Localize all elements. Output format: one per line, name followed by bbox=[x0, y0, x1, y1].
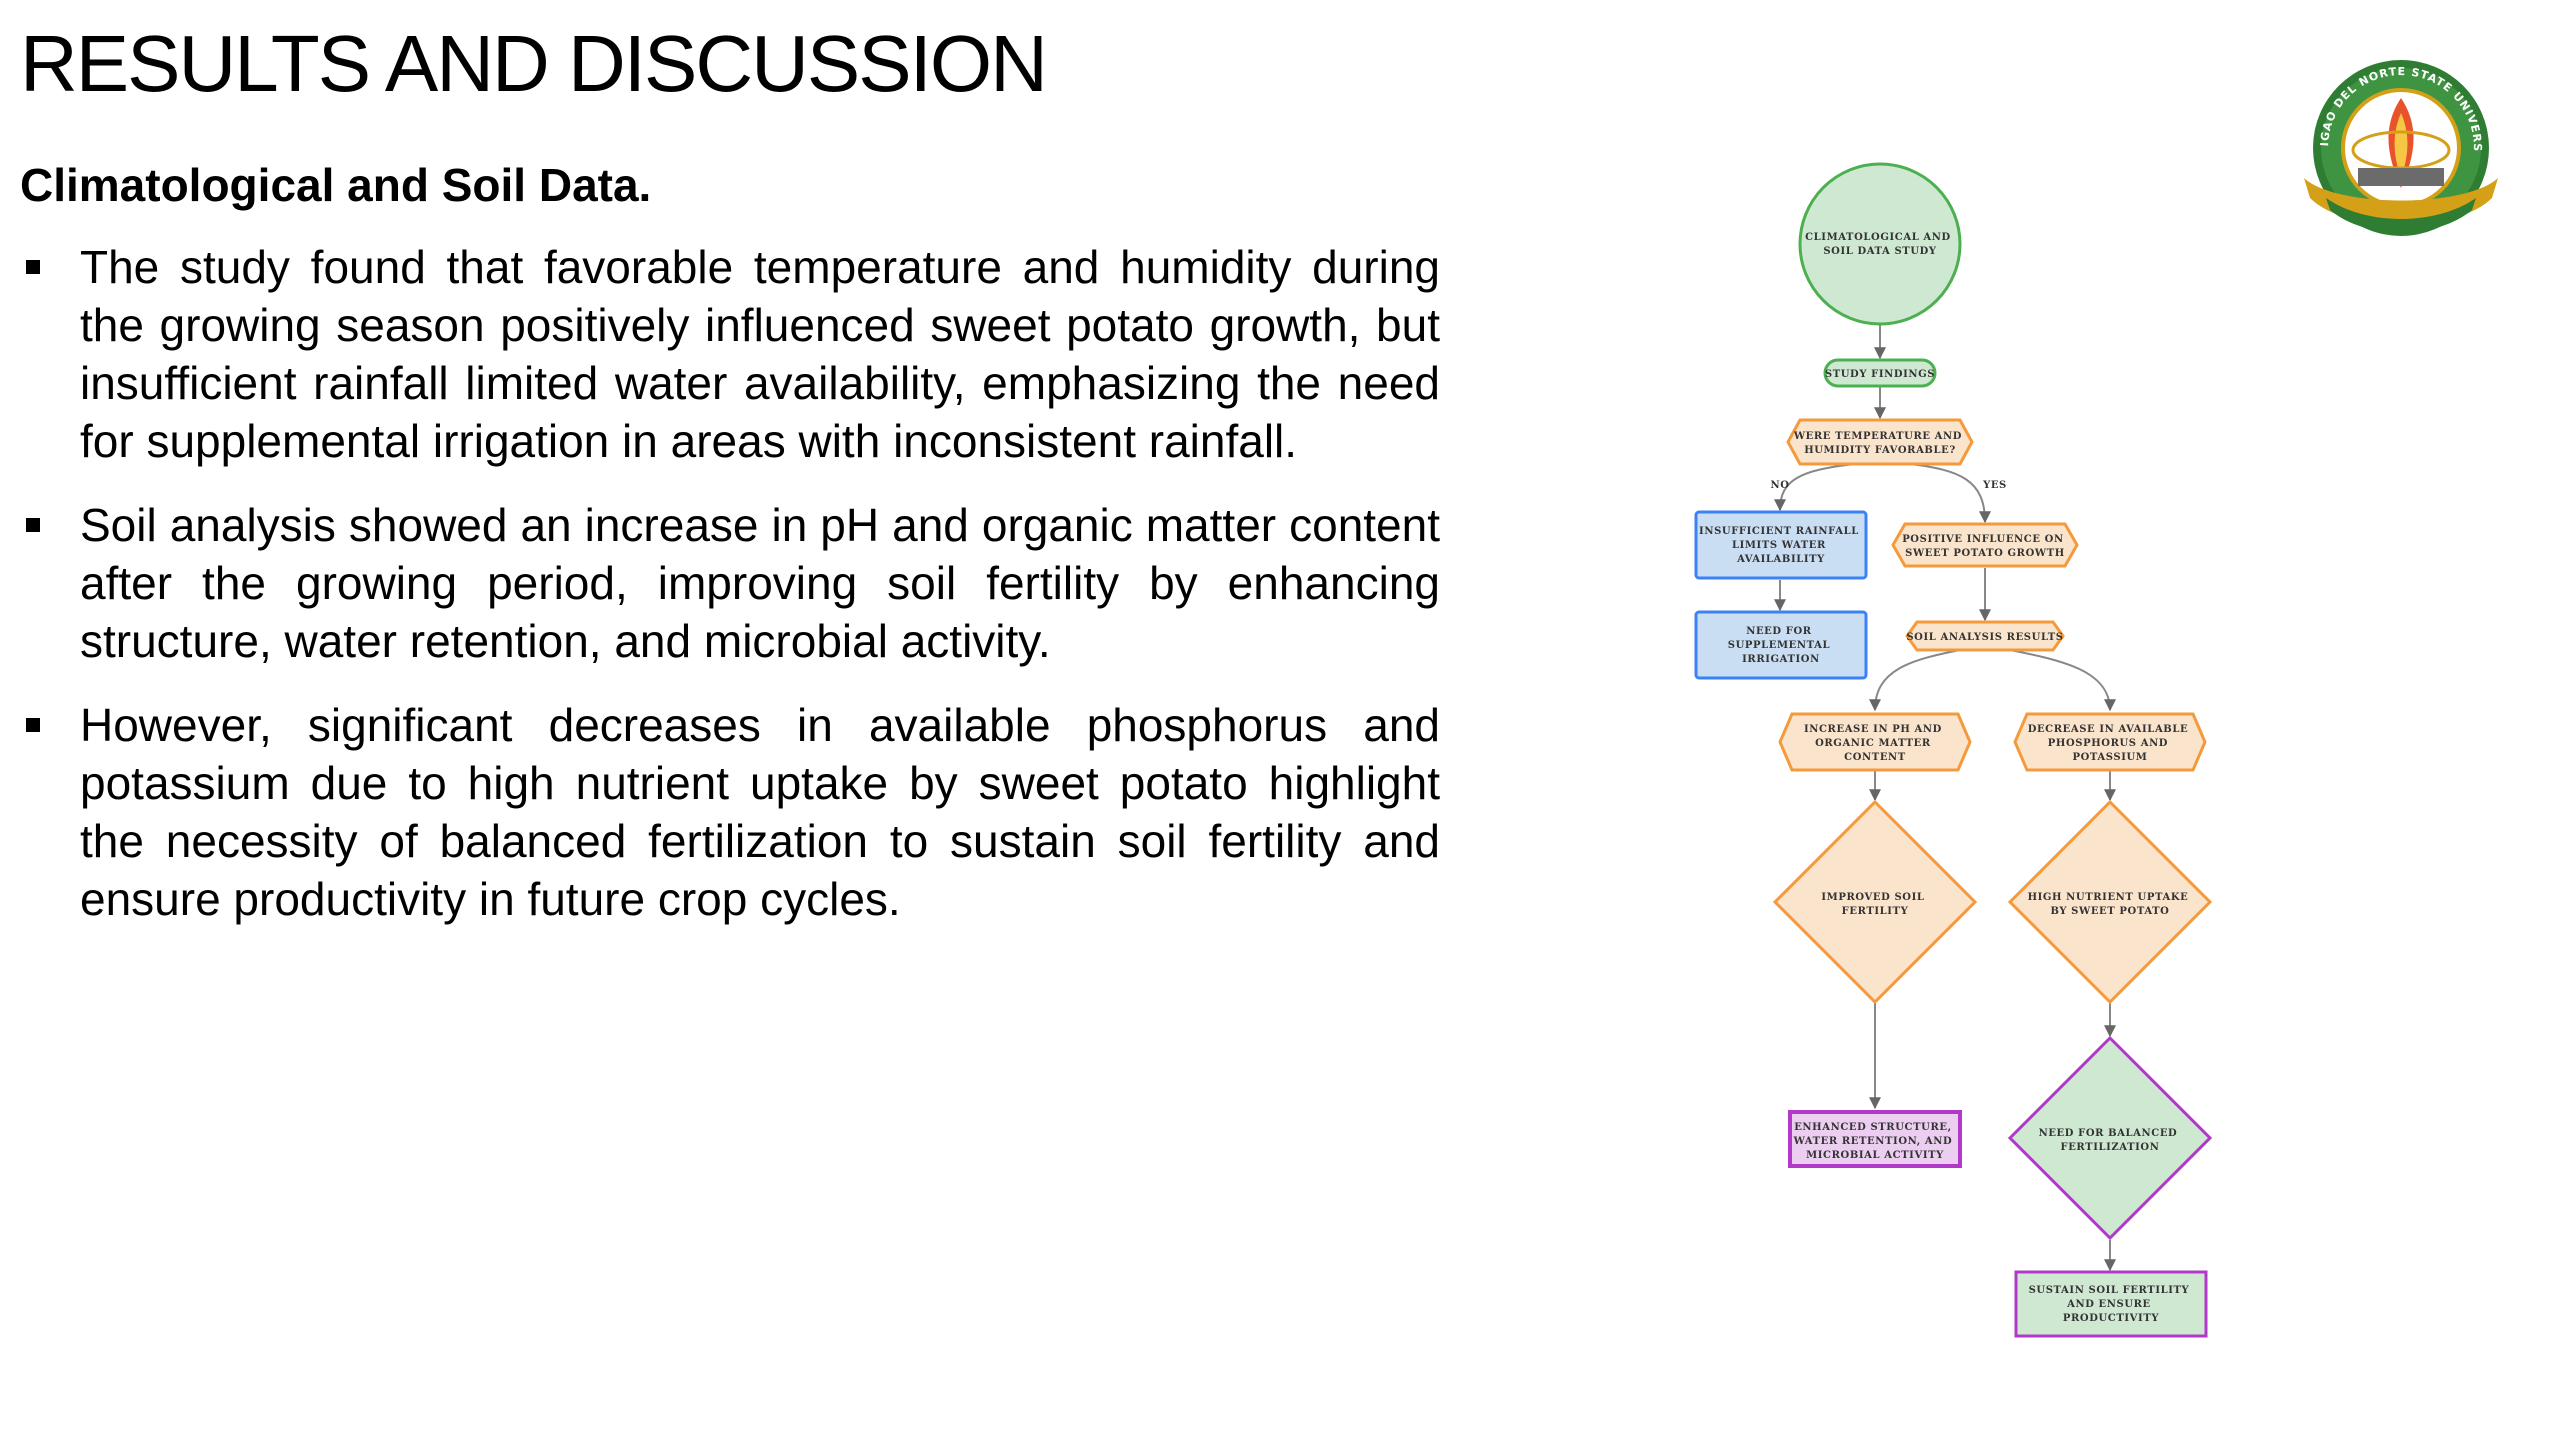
node-rainfall bbox=[1694, 510, 1868, 580]
edge-label-no: NO bbox=[1770, 480, 1789, 491]
node-decision bbox=[1786, 418, 1974, 466]
node-improved-label: IMPROVED SOIL FERTILITY bbox=[1821, 892, 1928, 917]
node-enhanced bbox=[1788, 1110, 1962, 1168]
node-balanced-line-2: FERTILIZATION bbox=[2061, 1142, 2160, 1153]
node-decrease bbox=[2013, 712, 2207, 772]
node-increase-label: INCREASE IN PH AND ORGANIC MATTER CONTEN… bbox=[1804, 724, 1946, 763]
logo-ribbon-shadow bbox=[2326, 198, 2476, 233]
node-improved-line-2: FERTILITY bbox=[1842, 906, 1909, 917]
node-irrigation-line-1: NEED FOR bbox=[1746, 626, 1812, 637]
node-improved bbox=[1772, 799, 1978, 1005]
node-sustain-line-1: SUSTAIN SOIL FERTILITY bbox=[2029, 1285, 2190, 1296]
node-enhanced-line-2: WATER RETENTION, AND bbox=[1793, 1136, 1953, 1147]
node-soil-results-label: SOIL ANALYSIS RESULTS bbox=[1906, 632, 2063, 643]
node-positive bbox=[1891, 522, 2079, 568]
node-irrigation bbox=[1694, 610, 1868, 680]
node-increase-line-1: INCREASE IN PH AND bbox=[1804, 724, 1942, 735]
square-bullet-icon bbox=[26, 518, 40, 532]
node-decision-line-2: HUMIDITY FAVORABLE? bbox=[1804, 445, 1956, 456]
node-enhanced-line-3: MICROBIAL ACTIVITY bbox=[1806, 1150, 1944, 1161]
node-positive-line-2: SWEET POTATO GROWTH bbox=[1905, 548, 2065, 559]
node-improved-line-1: IMPROVED SOIL bbox=[1821, 892, 1924, 903]
node-irrigation-label: NEED FOR SUPPLEMENTAL IRRIGATION bbox=[1728, 626, 1834, 665]
node-increase-line-2: ORGANIC MATTER bbox=[1815, 738, 1931, 749]
node-irrigation-line-3: IRRIGATION bbox=[1742, 654, 1820, 665]
node-decrease-line-3: POTASSIUM bbox=[2073, 752, 2148, 763]
university-logo: SURIGAO DEL NORTE STATE UNIVERSITY bbox=[2296, 58, 2498, 236]
edge-soil-to-increase bbox=[1869, 649, 1961, 712]
bullet-text: The study found that favorable temperatu… bbox=[80, 241, 1440, 467]
node-uptake-line-1: HIGH NUTRIENT UPTAKE bbox=[2028, 892, 2189, 903]
node-findings-label: STUDY FINDINGS bbox=[1825, 369, 1935, 380]
edge-soil-to-decrease bbox=[2009, 649, 2116, 712]
node-balanced bbox=[2007, 1035, 2213, 1241]
flowchart-connectors bbox=[1774, 324, 2116, 1272]
bullet-item: However, significant decreases in availa… bbox=[20, 696, 1440, 928]
node-uptake bbox=[2007, 799, 2213, 1005]
node-rainfall-label: INSUFFICIENT RAINFALL LIMITS WATER AVAIL… bbox=[1699, 526, 1863, 565]
node-start-line-2: SOIL DATA STUDY bbox=[1823, 246, 1937, 257]
node-enhanced-line-1: ENHANCED STRUCTURE, bbox=[1794, 1122, 1951, 1133]
node-decrease-line-2: PHOSPHORUS AND bbox=[2048, 738, 2168, 749]
node-decision-label: WERE TEMPERATURE AND HUMIDITY FAVORABLE? bbox=[1793, 431, 1966, 456]
node-start-circle bbox=[1798, 162, 1962, 326]
bullet-list: The study found that favorable temperatu… bbox=[20, 238, 1440, 954]
bullet-text: However, significant decreases in availa… bbox=[80, 699, 1440, 925]
node-start-line-1: CLIMATOLOGICAL AND bbox=[1805, 232, 1951, 243]
node-sustain-line-3: PRODUCTIVITY bbox=[2063, 1313, 2159, 1324]
node-uptake-line-2: BY SWEET POTATO bbox=[2050, 906, 2169, 917]
node-positive-line-1: POSITIVE INFLUENCE ON bbox=[1902, 534, 2064, 545]
edge-decision-yes bbox=[1909, 463, 1991, 524]
node-balanced-line-1: NEED FOR BALANCED bbox=[2039, 1128, 2178, 1139]
node-start-label: CLIMATOLOGICAL AND SOIL DATA STUDY bbox=[1805, 232, 1955, 257]
node-balanced-label: NEED FOR BALANCED FERTILIZATION bbox=[2039, 1128, 2182, 1153]
edge-decision-no bbox=[1774, 463, 1856, 512]
node-decision-line-1: WERE TEMPERATURE AND bbox=[1793, 431, 1962, 442]
node-increase bbox=[1778, 712, 1972, 772]
node-soil-results bbox=[1905, 620, 2065, 652]
square-bullet-icon bbox=[26, 718, 40, 732]
node-rainfall-line-3: AVAILABILITY bbox=[1736, 554, 1825, 565]
flowchart-diagram: NO YES CLIMATOLOGICAL AND SOIL DATA STUD… bbox=[1694, 162, 2213, 1338]
node-sustain-label: SUSTAIN SOIL FERTILITY AND ENSURE PRODUC… bbox=[2029, 1285, 2194, 1324]
node-increase-line-3: CONTENT bbox=[1844, 752, 1906, 763]
node-rainfall-line-1: INSUFFICIENT RAINFALL bbox=[1699, 526, 1859, 537]
node-sustain-line-2: AND ENSURE bbox=[2066, 1299, 2151, 1310]
node-uptake-label: HIGH NUTRIENT UPTAKE BY SWEET POTATO bbox=[2028, 892, 2193, 917]
logo-flame-core-icon bbox=[2394, 113, 2408, 178]
bullet-item: Soil analysis showed an increase in pH a… bbox=[20, 496, 1440, 670]
node-irrigation-line-2: SUPPLEMENTAL bbox=[1728, 640, 1830, 651]
node-rainfall-line-2: LIMITS WATER bbox=[1732, 540, 1826, 551]
node-decrease-line-1: DECREASE IN AVAILABLE bbox=[2028, 724, 2189, 735]
node-enhanced-label: ENHANCED STRUCTURE, WATER RETENTION, AND… bbox=[1793, 1122, 1957, 1161]
edge-label-yes: YES bbox=[1982, 480, 2007, 491]
bullet-item: The study found that favorable temperatu… bbox=[20, 238, 1440, 470]
node-sustain bbox=[2014, 1270, 2208, 1338]
square-bullet-icon bbox=[26, 260, 40, 274]
bullet-text: Soil analysis showed an increase in pH a… bbox=[80, 499, 1440, 667]
logo-building-icon bbox=[2358, 168, 2444, 186]
slide-title: RESULTS AND DISCUSSION bbox=[20, 19, 1048, 108]
section-subtitle: Climatological and Soil Data. bbox=[20, 159, 652, 211]
node-findings bbox=[1823, 358, 1937, 388]
node-positive-label: POSITIVE INFLUENCE ON SWEET POTATO GROWT… bbox=[1902, 534, 2068, 559]
node-decrease-label: DECREASE IN AVAILABLE PHOSPHORUS AND POT… bbox=[2028, 724, 2193, 763]
